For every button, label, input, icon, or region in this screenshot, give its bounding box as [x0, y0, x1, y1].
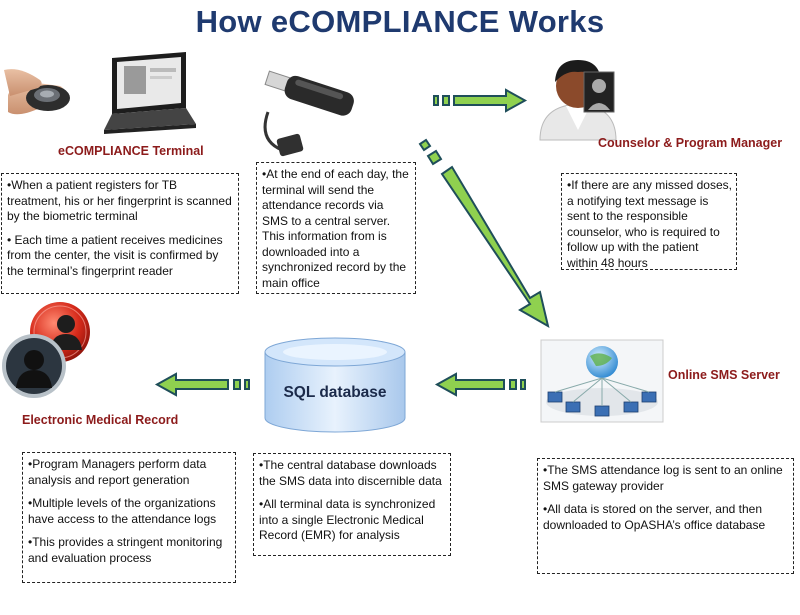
- server-network-icon: [540, 339, 664, 423]
- emr-description-box: •Program Managers perform data analysis …: [22, 452, 236, 583]
- terminal-point-2: • Each time a patient receives medicines…: [7, 232, 223, 278]
- emr-person-icon: [2, 302, 90, 398]
- usb-modem-icon: [263, 70, 354, 157]
- sms-server-label: Online SMS Server: [668, 368, 780, 382]
- counselor-label: Counselor & Program Manager: [598, 136, 783, 150]
- arrow-to-emr: [154, 372, 250, 397]
- arrow-to-sms-server: [418, 138, 550, 329]
- counselor-description-box: •If there are any missed doses, a notify…: [561, 173, 737, 270]
- sql-description-box: •The central database downloads the SMS …: [253, 453, 451, 556]
- emr-label: Electronic Medical Record: [22, 413, 179, 427]
- counselor-point-1: •If there are any missed doses, a notify…: [567, 178, 732, 270]
- emr-point-2: •Multiple levels of the organizations ha…: [28, 496, 217, 526]
- arrow-to-counselor: [433, 88, 528, 113]
- terminal-description-box: •When a patient registers for TB treatme…: [1, 173, 239, 294]
- terminal-point-1: •When a patient registers for TB treatme…: [7, 178, 232, 223]
- laptop-icon: [104, 52, 196, 134]
- sql-database-label: SQL database: [283, 384, 387, 401]
- emr-point-1: •Program Managers perform data analysis …: [28, 457, 207, 487]
- database-icon: [264, 337, 406, 433]
- upload-description-box: •At the end of each day, the terminal wi…: [256, 162, 416, 294]
- emr-point-3: •This provides a stringent monitoring an…: [28, 535, 223, 565]
- upload-point-1: •At the end of each day, the terminal wi…: [262, 167, 409, 290]
- terminal-label: eCOMPLIANCE Terminal: [58, 144, 204, 158]
- arrow-to-sql: [434, 372, 526, 397]
- person-icon: [539, 60, 617, 141]
- sql-point-1: •The central database downloads the SMS …: [259, 458, 442, 488]
- sms-description-box: •The SMS attendance log is sent to an on…: [537, 458, 794, 574]
- fingerprint-scanner-icon: [4, 69, 70, 115]
- sms-point-1: •The SMS attendance log is sent to an on…: [543, 463, 783, 493]
- sql-point-2: •All terminal data is synchronized into …: [259, 497, 436, 542]
- sms-point-2: •All data is stored on the server, and t…: [543, 502, 766, 532]
- page-title: How eCOMPLIANCE Works: [195, 4, 605, 39]
